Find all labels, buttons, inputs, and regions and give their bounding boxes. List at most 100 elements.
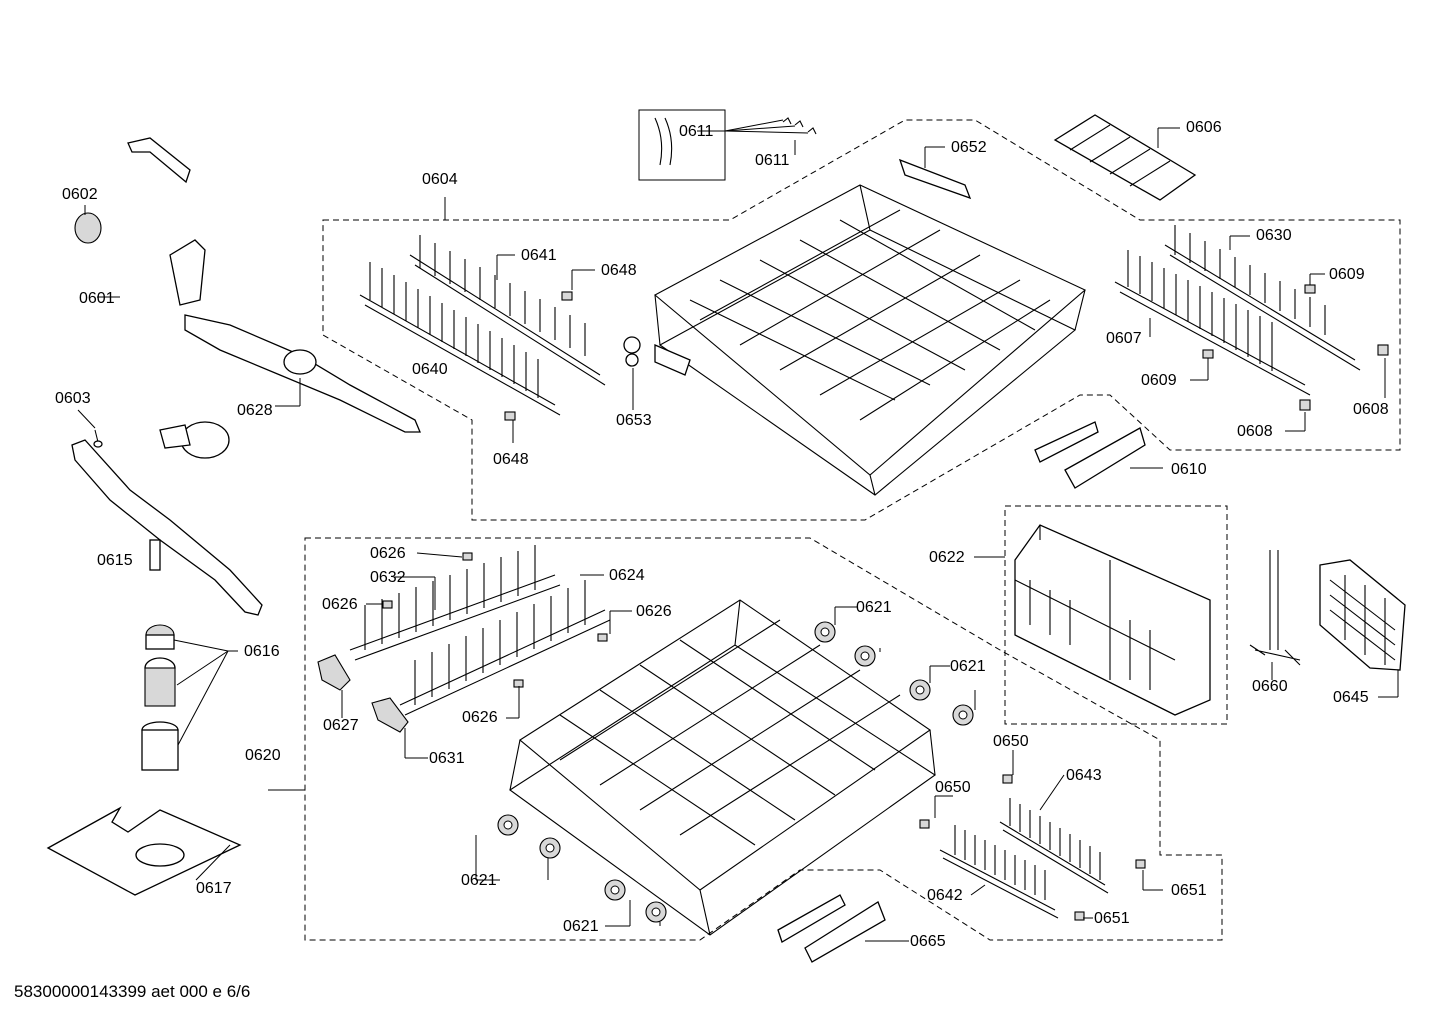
- lower-spray-arm-part: [71, 439, 263, 616]
- callout-0626-d: 0626: [462, 709, 498, 726]
- callout-0621-b: 0621: [950, 658, 986, 675]
- callout-0604: 0604: [422, 171, 458, 188]
- callout-0630: 0630: [1256, 227, 1292, 244]
- callout-0651-a: 0651: [1171, 882, 1207, 899]
- clip-part: [462, 552, 473, 561]
- clip-part: [513, 679, 524, 688]
- callout-0609-bottom: 0609: [1141, 372, 1177, 389]
- callout-0608-left: 0608: [1237, 423, 1273, 440]
- clip-part: [1304, 284, 1316, 294]
- callout-0626-b: 0626: [322, 596, 358, 613]
- callout-0632: 0632: [370, 569, 406, 586]
- hinge-part: [654, 117, 673, 166]
- wheel-part: [497, 814, 519, 836]
- cutlery-basket-outline: [1004, 505, 1228, 725]
- callout-0621-a: 0621: [856, 599, 892, 616]
- callout-0602: 0602: [62, 186, 98, 203]
- upper-tine-rack-left-part: [359, 235, 606, 416]
- callout-0608-right: 0608: [1353, 401, 1389, 418]
- clip-part: [1074, 911, 1085, 921]
- roller-bracket-part: [623, 336, 691, 376]
- callout-0603: 0603: [55, 390, 91, 407]
- mesh-basket-part: [1319, 559, 1406, 671]
- callout-0621-c: 0621: [461, 872, 497, 889]
- upper-tine-rack-right-part: [1114, 225, 1361, 396]
- callout-0609-top: 0609: [1329, 266, 1365, 283]
- wheel-part: [909, 679, 931, 701]
- callout-0642: 0642: [927, 887, 963, 904]
- callout-0660: 0660: [1252, 678, 1288, 695]
- screw-part: [93, 429, 103, 448]
- bracket-part: [371, 697, 409, 733]
- callout-0645: 0645: [1333, 689, 1369, 706]
- callout-0627: 0627: [323, 717, 359, 734]
- wheel-part: [814, 621, 836, 643]
- callout-0615: 0615: [97, 552, 133, 569]
- nozzle-cap-part: [74, 212, 102, 244]
- upper-spray-arm-part: [169, 239, 421, 433]
- clip-part: [1377, 344, 1389, 356]
- wheel-part: [854, 645, 876, 667]
- fine-filter-plate-part: [46, 806, 242, 896]
- clip-part: [561, 291, 573, 301]
- callout-0616: 0616: [244, 643, 280, 660]
- callout-0640: 0640: [412, 361, 448, 378]
- filter-assembly-part: [141, 624, 179, 771]
- callout-0624: 0624: [609, 567, 645, 584]
- upper-basket-part: [654, 158, 1087, 496]
- cutlery-basket-part: [1014, 524, 1211, 716]
- callout-0653: 0653: [616, 412, 652, 429]
- callout-0621-d: 0621: [563, 918, 599, 935]
- clip-part: [1135, 859, 1146, 869]
- hinge-clip-part: [782, 117, 817, 135]
- rod-holder-part: [1249, 550, 1301, 666]
- callout-0650-a: 0650: [993, 733, 1029, 750]
- callout-0628: 0628: [237, 402, 273, 419]
- basket-handle-part: [1034, 421, 1146, 489]
- hinge-inset-box: [638, 109, 726, 181]
- upper-basket-group-outline: [322, 119, 1401, 521]
- callout-0651-b: 0651: [1094, 910, 1130, 927]
- callout-0626-a: 0626: [370, 545, 406, 562]
- cup-shelf-part: [1053, 114, 1197, 201]
- document-id: 58300000143399 aet 000 e 6/6: [14, 982, 251, 1001]
- wheel-part: [645, 901, 667, 923]
- clip-part: [919, 819, 930, 829]
- callout-0648-bottom: 0648: [493, 451, 529, 468]
- callout-0611-inset: 0611: [679, 123, 714, 140]
- clip-part: [504, 411, 516, 421]
- callout-0617: 0617: [196, 880, 232, 897]
- wheel-part: [952, 704, 974, 726]
- lower-basket-handle-part: [777, 894, 886, 963]
- callout-0620: 0620: [245, 747, 281, 764]
- bracket-part: [317, 654, 351, 691]
- callout-0650-b: 0650: [935, 779, 971, 796]
- clip-part: [1002, 774, 1013, 784]
- callout-0631: 0631: [429, 750, 465, 767]
- callout-0610: 0610: [1171, 461, 1207, 478]
- wheel-part: [539, 837, 561, 859]
- wheel-part: [604, 879, 626, 901]
- callout-0626-c: 0626: [636, 603, 672, 620]
- callout-0641: 0641: [521, 247, 557, 264]
- clip-part: [382, 600, 393, 609]
- callout-0607: 0607: [1106, 330, 1142, 347]
- callout-0648-top: 0648: [601, 262, 637, 279]
- supply-tube-part: [127, 137, 230, 459]
- callout-0611: 0611: [755, 152, 790, 169]
- lower-basket-part: [509, 599, 936, 936]
- callout-0606: 0606: [1186, 119, 1222, 136]
- callout-0652: 0652: [951, 139, 987, 156]
- clip-part: [1299, 399, 1311, 411]
- lower-basket-group-outline: [304, 537, 1223, 941]
- callout-0601: 0601: [79, 290, 115, 307]
- clip-part: [597, 633, 608, 642]
- leader-lines: [77, 119, 1399, 942]
- clip-part: [1202, 349, 1214, 359]
- lower-tine-rack-part: [349, 545, 611, 716]
- callout-0643: 0643: [1066, 767, 1102, 784]
- callout-0622: 0622: [929, 549, 965, 566]
- callout-0665: 0665: [910, 933, 946, 950]
- small-tine-rack-part: [939, 798, 1109, 919]
